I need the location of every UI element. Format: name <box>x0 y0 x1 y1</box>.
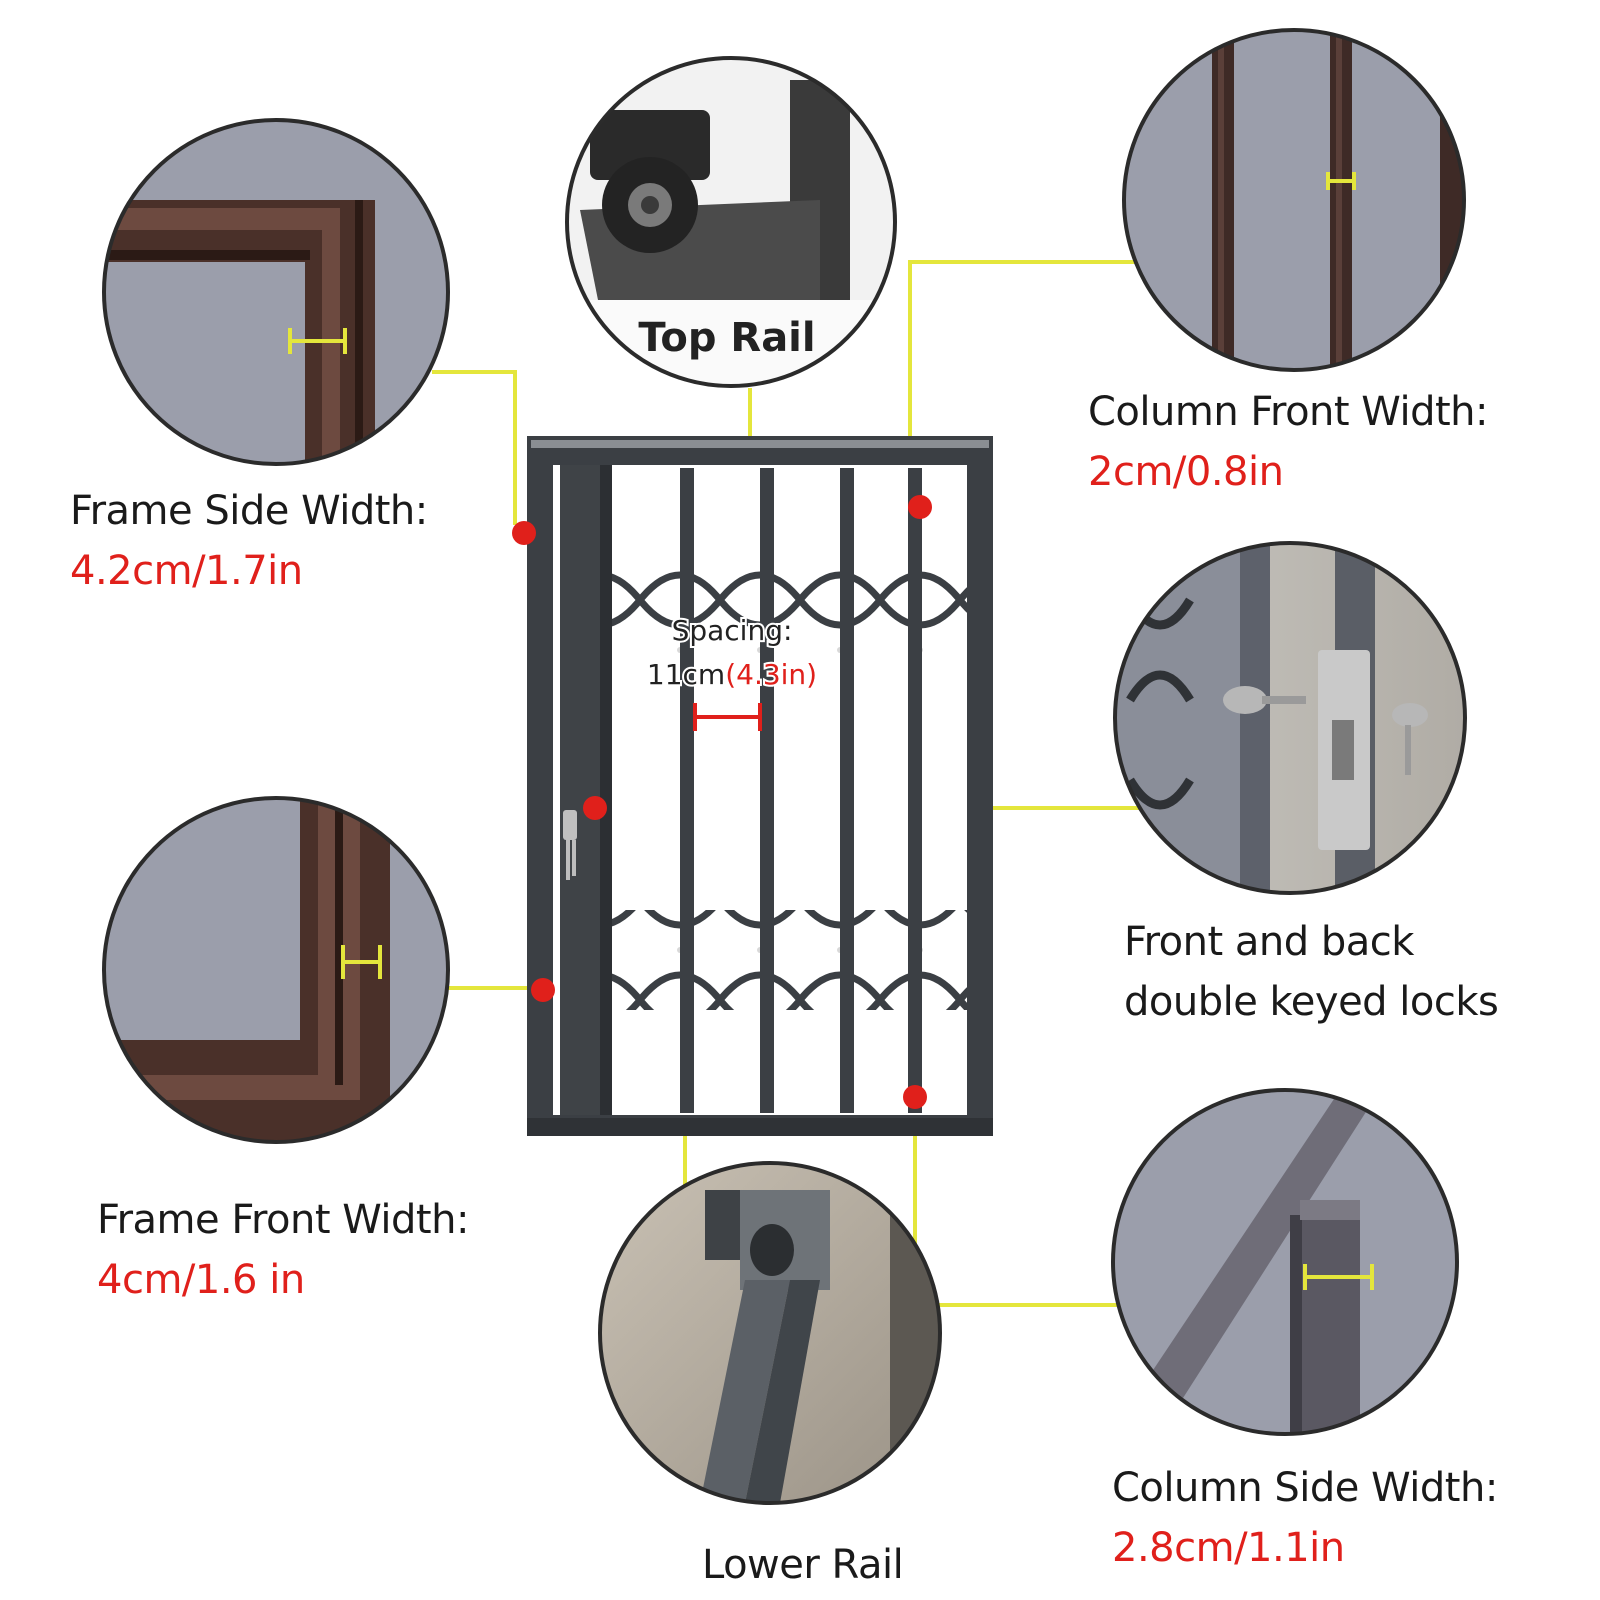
dimension-column-front <box>1326 172 1356 190</box>
gate-vertical-bars <box>680 468 922 1113</box>
spacing-dimension-marker <box>693 703 762 731</box>
lower-rail-label: Lower Rail <box>702 1542 904 1588</box>
callout-column-side-title: Column Side Width: <box>1112 1465 1498 1511</box>
callout-column-front-title: Column Front Width: <box>1088 389 1488 435</box>
detail-frame-side <box>102 118 450 466</box>
spacing-in: (4.3in) <box>725 658 817 691</box>
dimension-frame-side <box>288 328 347 354</box>
detail-frame-front <box>102 796 450 1144</box>
callout-locks: Front and back double keyed locks <box>1124 918 1499 1026</box>
callout-frame-side-value: 4.2cm/1.7in <box>70 548 303 594</box>
top-rail-label: Top Rail <box>638 315 815 361</box>
detail-lower-rail <box>598 1161 942 1505</box>
marker-frame-side <box>512 521 536 545</box>
callout-frame-front: Frame Front Width: 4cm/1.6 in <box>97 1196 469 1304</box>
gate-illustration: Spacing: 11cm(4.3in) <box>527 436 993 1136</box>
callout-column-front-value: 2cm/0.8in <box>1088 449 1284 495</box>
callout-locks-line1: Front and back <box>1124 919 1414 965</box>
marker-column-front <box>908 495 932 519</box>
gate-bottom-rail <box>527 1118 993 1136</box>
detail-column-front <box>1122 28 1466 372</box>
dimension-frame-front <box>341 945 382 979</box>
callout-column-front: Column Front Width: 2cm/0.8in <box>1088 388 1488 496</box>
detail-column-side <box>1111 1088 1459 1436</box>
gate-lattice-lower <box>612 910 967 1010</box>
dimension-column-side <box>1303 1264 1374 1290</box>
callout-frame-front-title: Frame Front Width: <box>97 1197 469 1243</box>
callout-column-side-value: 2.8cm/1.1in <box>1112 1525 1345 1571</box>
callout-column-side: Column Side Width: 2.8cm/1.1in <box>1112 1464 1498 1572</box>
spacing-cm: 11cm <box>647 658 725 691</box>
callout-frame-side: Frame Side Width: 4.2cm/1.7in <box>70 487 428 595</box>
leader-frame-side <box>432 370 517 525</box>
gate-frame-highlight <box>531 440 989 448</box>
marker-column-side <box>903 1085 927 1109</box>
callout-frame-front-value: 4cm/1.6 in <box>97 1257 305 1303</box>
gate-lattice-upper <box>612 555 967 655</box>
callout-locks-line2: double keyed locks <box>1124 979 1499 1025</box>
callout-frame-side-title: Frame Side Width: <box>70 488 428 534</box>
detail-top-rail: Top Rail <box>565 56 897 388</box>
gate-left-stile-shade <box>600 465 612 1115</box>
marker-lock <box>583 796 607 820</box>
key-icon <box>1223 686 1267 714</box>
marker-dots <box>512 495 932 1109</box>
leader-column-front <box>908 260 1140 500</box>
spacing-title: Spacing: <box>672 614 793 647</box>
marker-frame-front <box>531 978 555 1002</box>
detail-locks <box>1113 541 1467 895</box>
gate-lock <box>563 810 577 880</box>
spacing-value: 11cm(4.3in) <box>647 658 817 691</box>
